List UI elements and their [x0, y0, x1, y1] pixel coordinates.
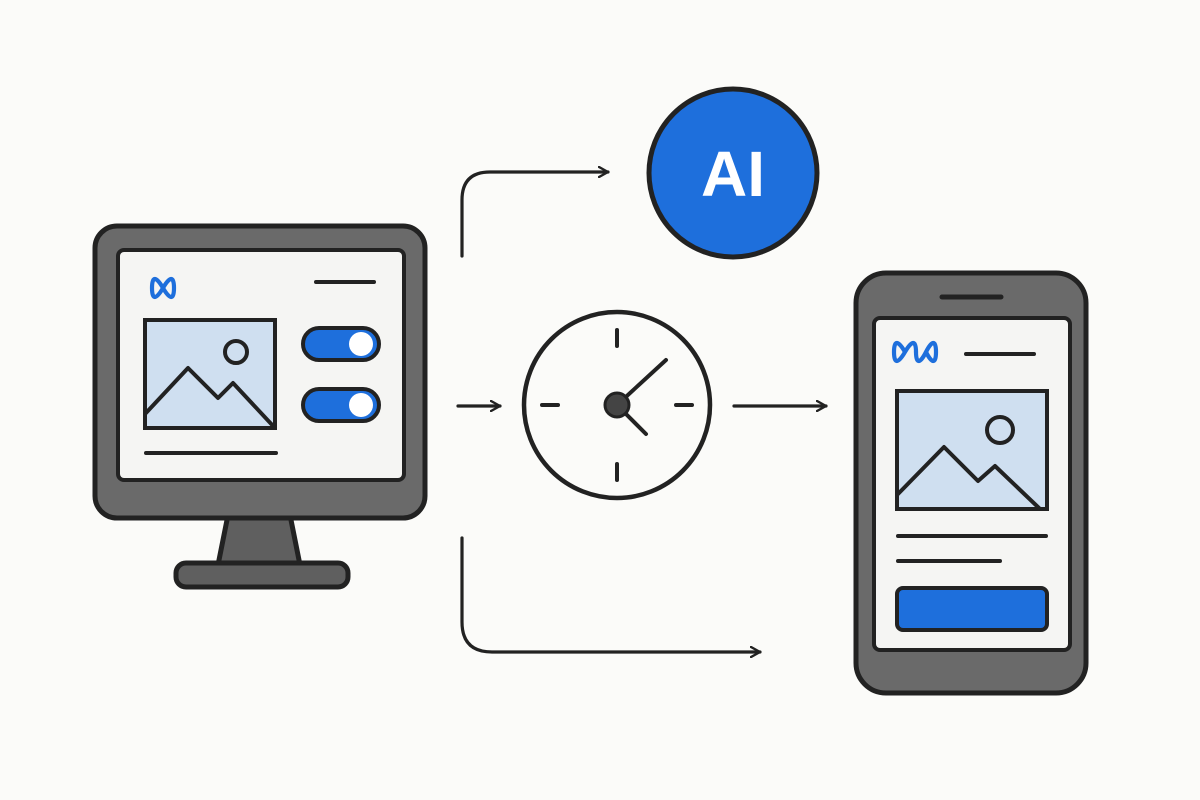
ai-badge: AI [646, 86, 820, 260]
toggle-switch[interactable] [301, 326, 381, 362]
monitor-stand-neck [215, 512, 303, 568]
meta-infinity-icon [149, 276, 177, 300]
image-icon [143, 318, 277, 430]
arrow-to-ai [460, 172, 610, 258]
image-icon [895, 389, 1049, 511]
monitor-stand-base [173, 560, 351, 590]
smartphone [853, 270, 1089, 696]
meta-infinity-icon [891, 340, 939, 364]
primary-button[interactable] [895, 586, 1049, 632]
toggle-switch[interactable] [301, 387, 381, 423]
clock-icon [521, 309, 713, 501]
connector-arrows [456, 172, 828, 652]
ai-label: AI [701, 138, 765, 210]
desktop-monitor [92, 223, 428, 590]
arrow-bottom-to-phone [460, 536, 762, 652]
